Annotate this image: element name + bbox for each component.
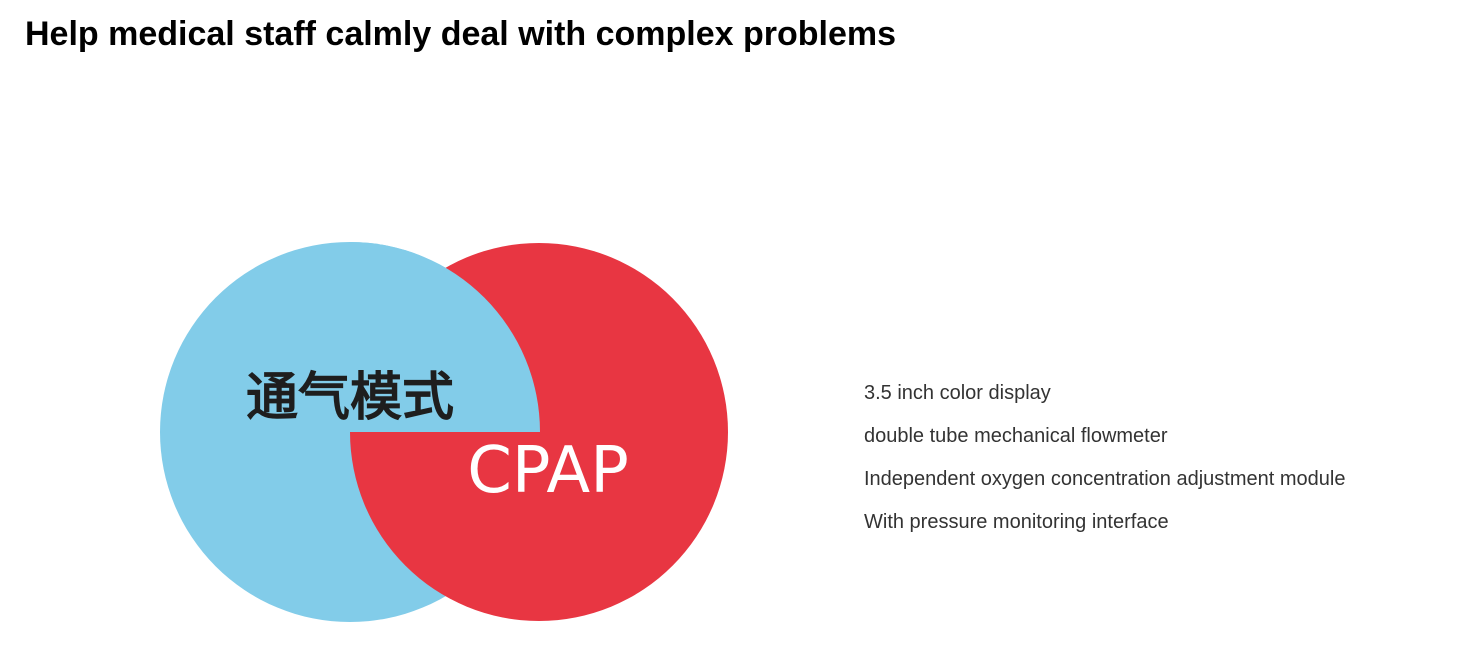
blue-overlap-quadrant: [350, 242, 540, 432]
ventilation-mode-graphic: 通气模式 CPAP: [150, 232, 750, 632]
ventilation-mode-svg: 通气模式 CPAP: [160, 242, 728, 622]
mode-label: 通气模式: [246, 368, 454, 428]
feature-item: 3.5 inch color display: [864, 382, 1051, 404]
feature-item: With pressure monitoring interface: [864, 511, 1169, 533]
feature-item: Independent oxygen concentration adjustm…: [864, 468, 1346, 490]
page-title: Help medical staff calmly deal with comp…: [25, 15, 897, 53]
feature-item: double tube mechanical flowmeter: [864, 425, 1168, 447]
mode-value: CPAP: [467, 434, 629, 508]
feature-list: 3.5 inch color display double tube mecha…: [864, 378, 1345, 550]
